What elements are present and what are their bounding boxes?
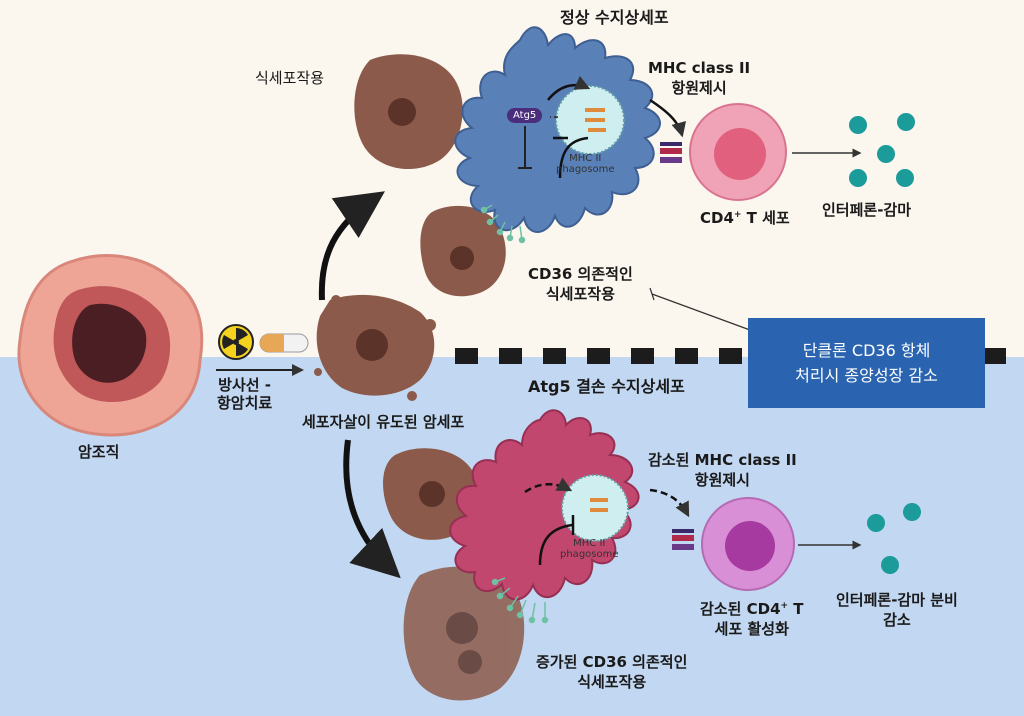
cd4-bottom-text: 감소된 CD4: [700, 600, 781, 618]
cd4-t-cell-label-bottom: 감소된 CD4+ T 세포 활성화: [700, 596, 804, 639]
cd4-top-text2: T 세포: [741, 209, 790, 227]
phagosome-top-line2: phagosome: [556, 164, 615, 175]
apoptotic-cell-cluster-left: [420, 205, 506, 297]
treatment-line1: 방사선 -: [218, 376, 272, 394]
cd36-bottom-line1: 증가된 CD36 의존적인: [536, 653, 688, 671]
mhc-tcr-complex-top: [660, 142, 682, 163]
ifn-gamma-label-bottom: 인터페론-감마 분비 감소: [836, 590, 958, 630]
cd4-t-cell-top: [689, 103, 787, 201]
cd4-top-text: CD4: [700, 209, 734, 227]
cd36-receptors-top: [480, 204, 526, 244]
cd4-t-cell-label-top: CD4+ T 세포: [700, 205, 790, 228]
normal-dc-title: 정상 수지상세포: [560, 8, 669, 27]
cd4-bottom-sup: +: [780, 601, 789, 611]
phagosome-label-top: MHC II phagosome: [556, 153, 615, 175]
mhc-bottom-line1: 감소된 MHC class II: [648, 451, 797, 469]
cd4-t-cell-bottom: [701, 497, 795, 591]
mhc-presentation-label-top: MHC class II 항원제시: [648, 58, 750, 98]
phagosome-bottom-line2: phagosome: [560, 549, 619, 560]
callout-line2: 처리시 종양성장 감소: [795, 366, 938, 385]
phagosome-bottom-line1: MHC II: [573, 538, 606, 549]
ifn-gamma-molecules-top: [849, 113, 915, 187]
cd36-phagocytosis-label-top: CD36 의존적인 식세포작용: [528, 264, 633, 304]
cd4-top-sup: +: [733, 210, 742, 220]
cd36-receptors-bottom: [491, 577, 549, 624]
apoptotic-cell-cluster-center: [314, 294, 436, 401]
normal-dendritic-cell: [454, 26, 661, 233]
ifn-gamma-label-top: 인터페론-감마: [822, 201, 912, 219]
mhc-presentation-line1: MHC class II: [648, 59, 751, 77]
mhc-tcr-complex-bottom: [672, 529, 694, 550]
radiation-icon: [218, 324, 254, 360]
ifn-gamma-molecules-bottom: [867, 503, 921, 574]
atg5-deficient-dendritic-cell: [449, 409, 640, 601]
ifn-bottom-line2: 감소: [883, 611, 911, 629]
cd36-top-line1: CD36 의존적인: [528, 265, 633, 283]
apoptotic-cell-cluster-top: [354, 54, 463, 170]
treatment-label: 방사선 - 항암치료: [217, 376, 272, 412]
cd4-bottom-line2: 세포 활성화: [714, 620, 789, 638]
apoptotic-cell-cluster-bottom-large: [403, 566, 525, 701]
cd36-bottom-line2: 식세포작용: [577, 673, 647, 691]
callout-line1: 단클론 CD36 항체: [802, 341, 931, 360]
atg5-badge: Atg5: [507, 108, 543, 123]
atg5-dc-title: Atg5 결손 수지상세포: [528, 377, 685, 396]
tumor-tissue-icon: [17, 254, 204, 437]
phagocytosis-label: 식세포작용: [255, 69, 325, 87]
apoptotic-cells-label: 세포자살이 유도된 암세포: [302, 413, 465, 431]
tumor-label: 암조직: [78, 443, 120, 461]
cd4-bottom-text2: T: [788, 600, 804, 618]
mhc-presentation-label-bottom: 감소된 MHC class II 항원제시: [648, 450, 797, 490]
cd36-top-line2: 식세포작용: [545, 285, 615, 303]
cd36-antibody-callout: 단클론 CD36 항체 처리시 종양성장 감소: [748, 318, 985, 408]
apoptotic-cell-cluster-bottom-top: [383, 448, 479, 540]
ifn-bottom-line1: 인터페론-감마 분비: [836, 591, 958, 609]
phagosome-label-bottom: MHC II phagosome: [560, 538, 619, 560]
treatment-line2: 항암치료: [217, 394, 273, 412]
chemo-pill-icon: [259, 333, 309, 353]
phagosome-top-line1: MHC II: [569, 153, 602, 164]
cd36-phagocytosis-label-bottom: 증가된 CD36 의존적인 식세포작용: [536, 652, 687, 692]
mhc-bottom-line2: 항원제시: [694, 471, 750, 489]
mhc-presentation-line2: 항원제시: [671, 79, 727, 97]
